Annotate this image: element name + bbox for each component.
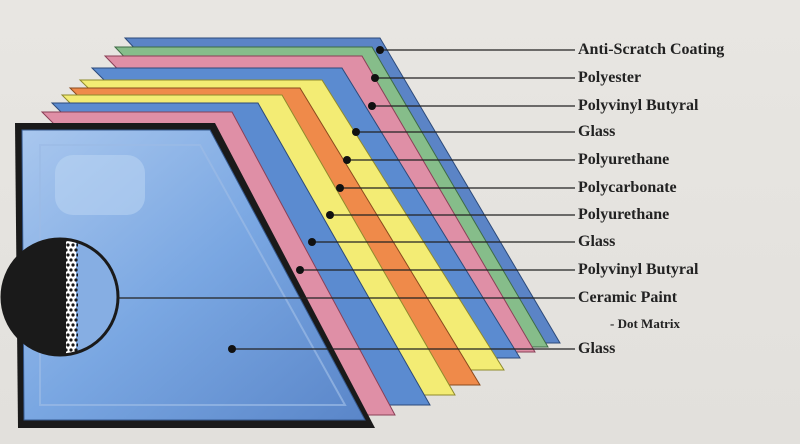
dot-matrix-dot (69, 248, 73, 252)
dot-matrix-dot (66, 303, 70, 307)
dot-matrix-dot (71, 293, 75, 297)
dot-matrix-dot (69, 338, 73, 342)
dot-matrix-dot (71, 323, 75, 327)
dot-matrix-dot (69, 258, 73, 262)
label-polyvinyl-butyral-1: Polyvinyl Butyral (578, 97, 699, 114)
dot-matrix-dot (69, 298, 73, 302)
dot-matrix-dot (71, 283, 75, 287)
dot-matrix-dot (66, 333, 70, 337)
dot-matrix-dot (71, 333, 75, 337)
dot-polyvinyl-butyral-2 (296, 266, 304, 274)
dot-matrix-dot (66, 323, 70, 327)
dot-glass-3 (228, 345, 236, 353)
dot-polyester (371, 74, 379, 82)
dot-matrix-dot (74, 258, 78, 262)
label-glass-1: Glass (578, 123, 616, 140)
dot-matrix-dot (66, 253, 70, 257)
dot-matrix-dot (74, 328, 78, 332)
label-polyvinyl-butyral-2: Polyvinyl Butyral (578, 261, 699, 278)
dot-matrix-dot (71, 343, 75, 347)
dot-matrix-dot (66, 293, 70, 297)
label-anti-scratch-coating: Anti-Scratch Coating (578, 41, 725, 58)
dot-matrix-dot (71, 303, 75, 307)
dot-matrix-dot (66, 343, 70, 347)
dot-matrix-dot (74, 288, 78, 292)
dot-matrix-dot (69, 328, 73, 332)
dot-matrix-dot (64, 308, 68, 312)
front-glass-highlight (55, 155, 145, 215)
dot-matrix-dot (69, 278, 73, 282)
label-polycarbonate: Polycarbonate (578, 179, 677, 196)
dot-matrix-dot (66, 283, 70, 287)
dot-matrix-dot (71, 263, 75, 267)
dot-matrix-dot (74, 268, 78, 272)
label-glass-2: Glass (578, 233, 616, 250)
dot-matrix-dot (69, 308, 73, 312)
dot-matrix-dot (74, 278, 78, 282)
dot-matrix-dot (66, 263, 70, 267)
dot-matrix-dot (64, 328, 68, 332)
dot-matrix-dot (69, 268, 73, 272)
dot-polyurethane-2 (326, 211, 334, 219)
dot-matrix-dot (69, 318, 73, 322)
dot-matrix-dot (64, 298, 68, 302)
dot-matrix-dot (74, 248, 78, 252)
label-dot-matrix: - Dot Matrix (610, 316, 681, 331)
label-polyurethane-2: Polyurethane (578, 206, 670, 223)
dot-matrix-dot (69, 348, 73, 352)
dot-matrix-dot (64, 278, 68, 282)
dot-matrix-dot (64, 348, 68, 352)
dot-matrix-dot (71, 243, 75, 247)
dot-matrix-dot (74, 348, 78, 352)
label-glass-3: Glass (578, 340, 616, 357)
dot-matrix-dot (74, 298, 78, 302)
dot-polyurethane-1 (343, 156, 351, 164)
dot-matrix-dot (66, 313, 70, 317)
dot-matrix-dot (64, 338, 68, 342)
label-polyester: Polyester (578, 69, 642, 86)
leader-lines (118, 49, 575, 350)
dot-polycarbonate (336, 184, 344, 192)
label-ceramic-paint: Ceramic Paint (578, 289, 678, 306)
dot-matrix-dot (71, 273, 75, 277)
dot-matrix-dot (64, 248, 68, 252)
dot-matrix-dot (74, 318, 78, 322)
dot-matrix-dot (71, 253, 75, 257)
dot-matrix-dot (64, 288, 68, 292)
dot-matrix-dot (64, 258, 68, 262)
dot-matrix-dot (66, 243, 70, 247)
dot-matrix-dot (69, 288, 73, 292)
dot-polyvinyl-butyral-1 (368, 102, 376, 110)
dot-matrix-dot (74, 338, 78, 342)
pointer-dots (228, 46, 384, 353)
dot-matrix-dot (64, 318, 68, 322)
dot-matrix-dot (74, 308, 78, 312)
label-polyurethane-1: Polyurethane (578, 151, 670, 168)
dot-matrix-dot (66, 273, 70, 277)
dot-anti-scratch (376, 46, 384, 54)
dot-matrix-dot (71, 313, 75, 317)
dot-matrix-dot (64, 268, 68, 272)
dot-glass-1 (352, 128, 360, 136)
dot-glass-2 (308, 238, 316, 246)
